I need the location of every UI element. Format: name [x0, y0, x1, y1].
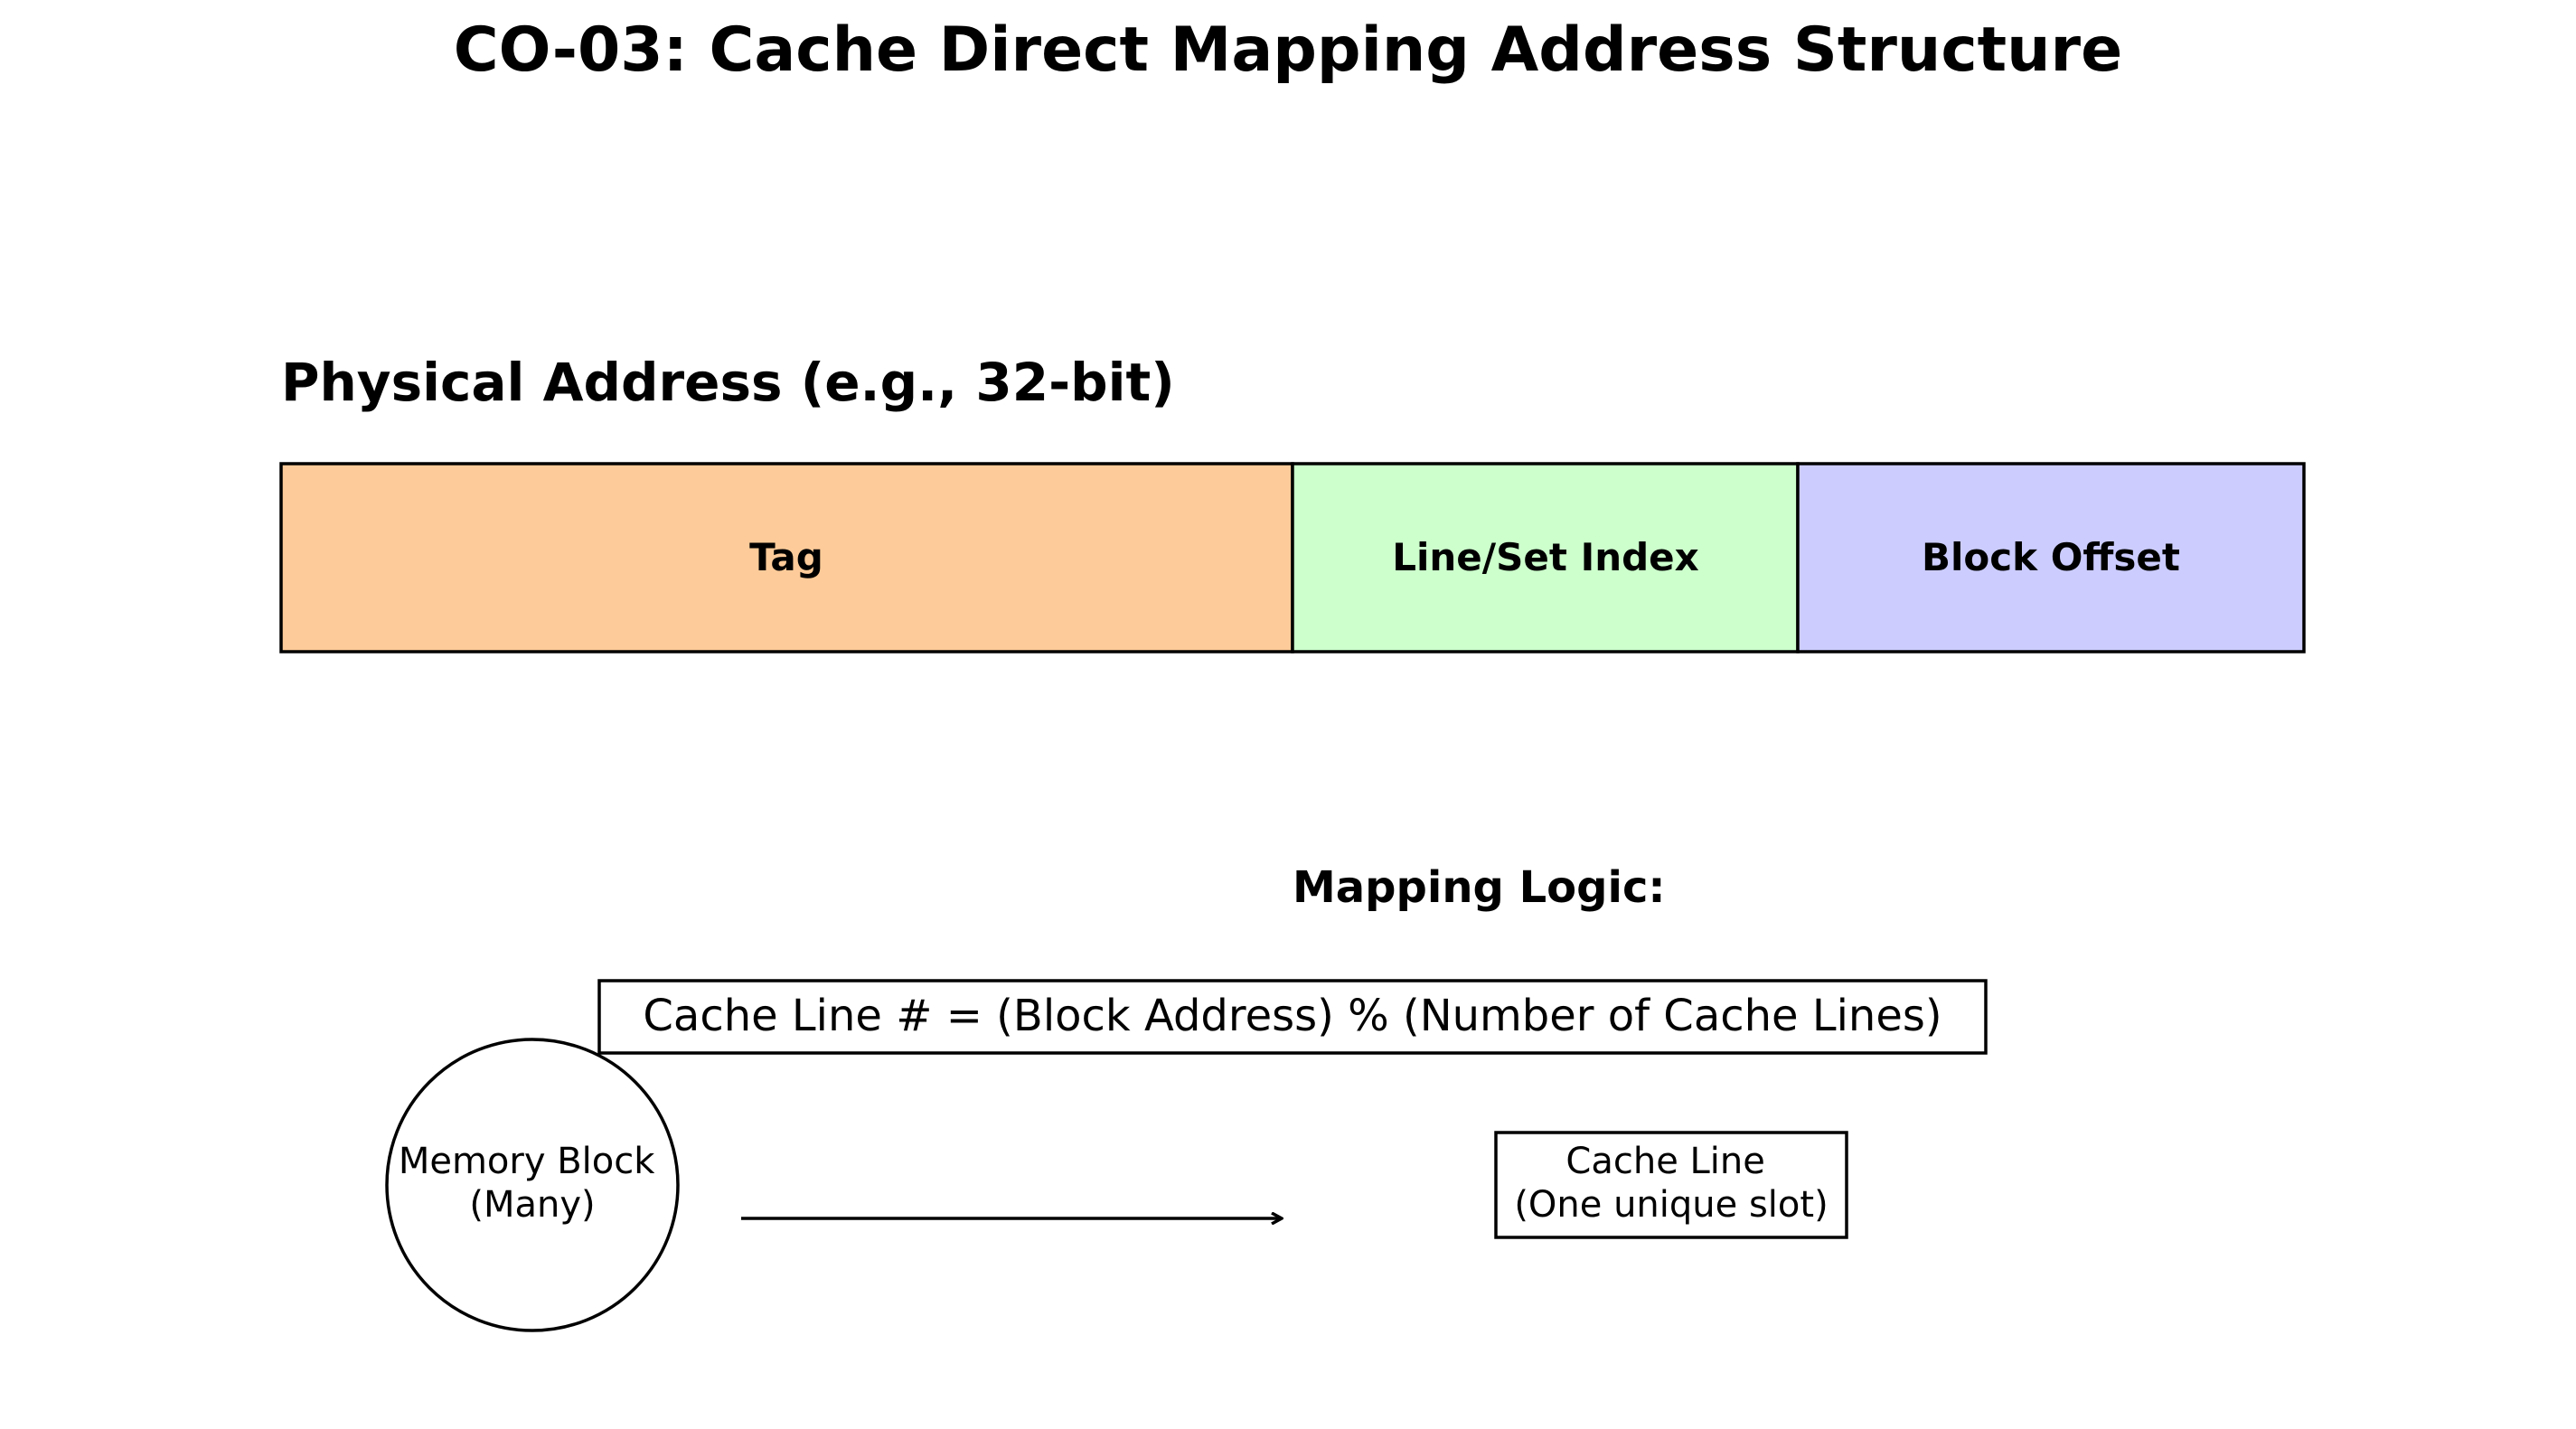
- cache-line-node: [1494, 1131, 1848, 1239]
- index-field: [1291, 462, 1800, 653]
- tag-field-label: Tag: [749, 535, 823, 579]
- cache-line-label: Cache Line (One unique slot): [1514, 1141, 1828, 1226]
- mapping-heading: Mapping Logic:: [1293, 862, 1666, 913]
- address-heading: Physical Address (e.g., 32-bit): [281, 352, 1175, 413]
- index-field-label: Line/Set Index: [1392, 535, 1699, 579]
- page-title: CO-03: Cache Direct Mapping Address Stru…: [454, 14, 2122, 86]
- cache-line-line2: (One unique slot): [1514, 1184, 1828, 1226]
- memory-block-line2: (Many): [469, 1184, 595, 1226]
- address-structure: Tag Line/Set Index Block Offset: [279, 462, 2306, 653]
- offset-field-label: Block Offset: [1922, 535, 2180, 579]
- memory-block-node: [385, 1038, 680, 1332]
- memory-block-line1: Memory Block: [399, 1141, 655, 1182]
- memory-block-label: Memory Block (Many): [399, 1141, 666, 1226]
- cache-line-line1: Cache Line: [1565, 1141, 1764, 1182]
- formula-text: Cache Line # = (Block Address) % (Number…: [643, 991, 1941, 1041]
- tag-field: [279, 462, 1294, 653]
- formula-box: [597, 979, 1988, 1055]
- offset-field: [1796, 462, 2306, 653]
